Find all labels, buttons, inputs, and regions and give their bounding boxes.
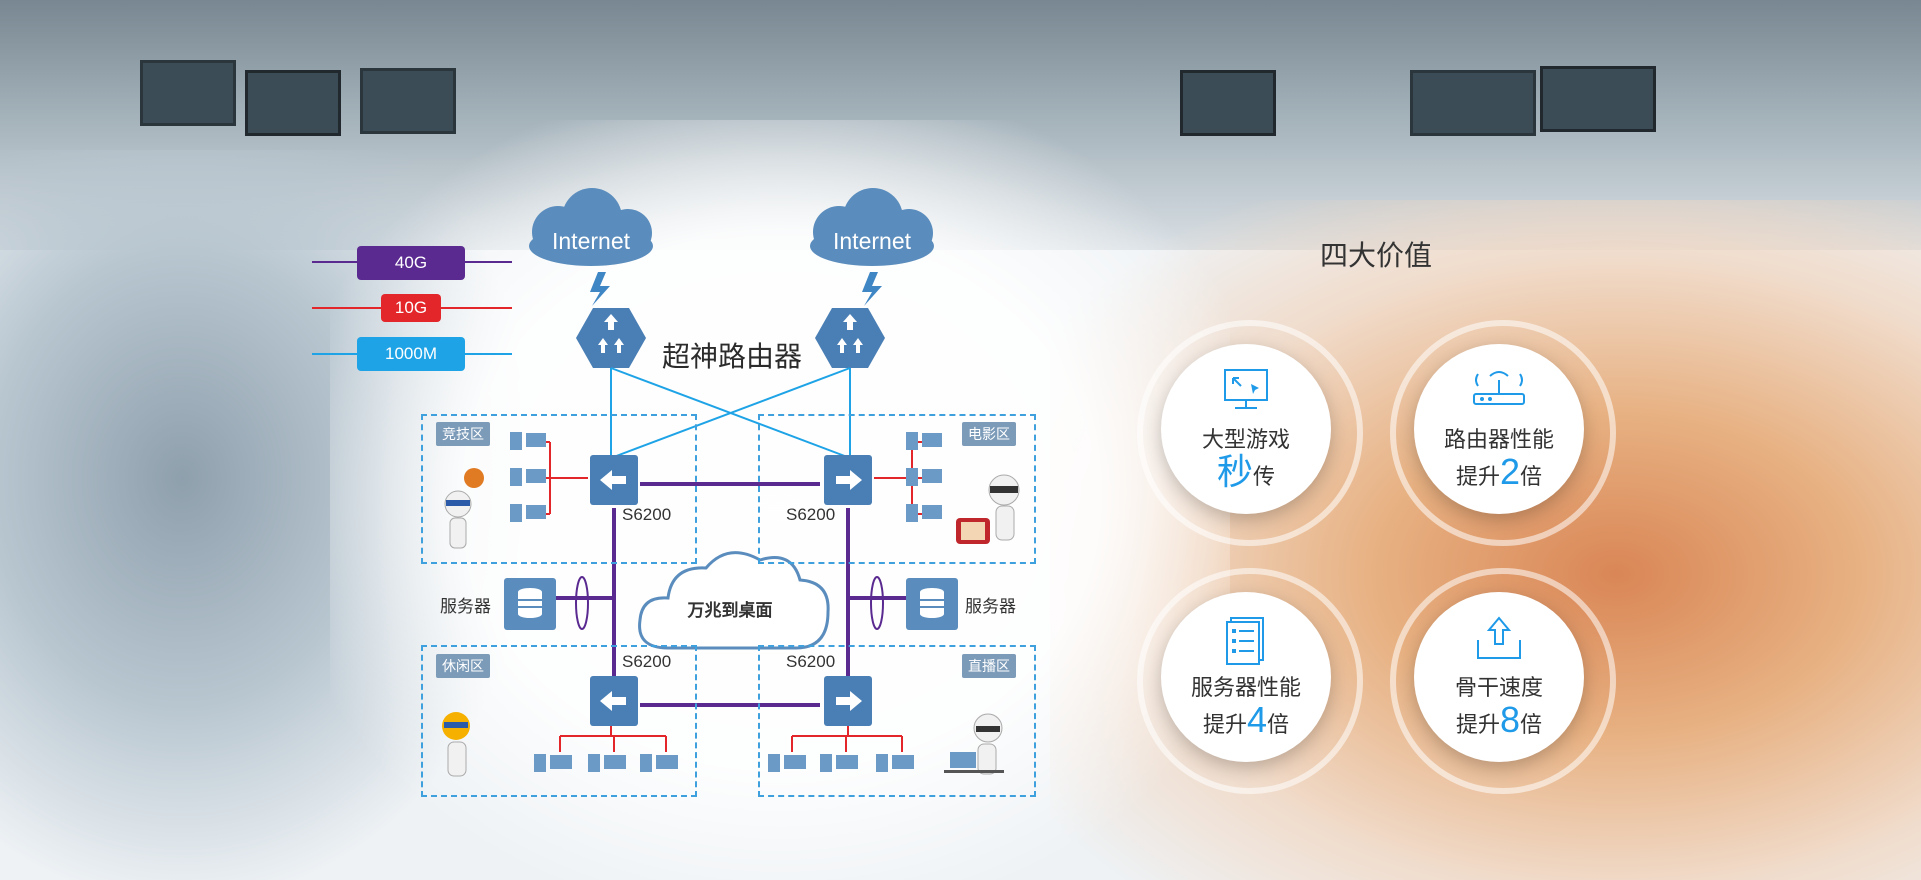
switch-icon: [824, 455, 872, 505]
monitor-game-icon: [1224, 369, 1268, 409]
value-ring: [1390, 568, 1616, 794]
zone-leisure: [421, 645, 697, 797]
value-card-router: 路由器性能 提升 2 倍: [1414, 344, 1584, 514]
router-icon-left: [576, 308, 646, 368]
mascot-gamer-icon: [444, 468, 484, 549]
value-card-server: 服务器性能 提升 4 倍: [1161, 592, 1331, 762]
zone-competitive: [421, 414, 697, 564]
legend-label: 10G: [394, 298, 428, 317]
value-card-game: 大型游戏 秒 传: [1161, 344, 1331, 514]
zone-tag: 电影区: [962, 422, 1016, 446]
value-highlight: 2: [1499, 451, 1521, 492]
center-cloud: [638, 551, 830, 650]
value-line2: 秒 传: [1217, 454, 1275, 491]
server-label: 服务器: [440, 597, 491, 617]
switch-label: S6200: [622, 652, 672, 671]
bg-monitor: [140, 60, 236, 126]
lag-marker: [870, 576, 884, 630]
links-1000m: [610, 367, 851, 459]
bg-monitor: [1410, 70, 1536, 136]
router-wifi-icon: [1473, 371, 1525, 405]
value-ring: [1137, 568, 1363, 794]
lag-marker: [575, 576, 589, 630]
value-tail: 倍: [1267, 713, 1290, 738]
legend-1000m: 1000M: [357, 337, 465, 371]
zone-movie: [758, 414, 1036, 564]
internet-cloud-right: [810, 188, 934, 266]
server-icon-right: [906, 578, 958, 630]
value-prefix: 提升: [1455, 713, 1500, 738]
zone-live: [758, 645, 1036, 797]
router-title: 超神路由器: [662, 340, 803, 373]
legend-40g: 40G: [357, 246, 465, 280]
internet-cloud-left: [529, 188, 653, 266]
legend-10g: 10G: [381, 294, 441, 322]
router-icon-right: [815, 308, 885, 368]
legend-label: 1000M: [385, 344, 437, 363]
switch-label: S6200: [786, 652, 836, 671]
value-tail: 传: [1253, 465, 1276, 490]
lightning-icon: [862, 272, 882, 306]
zone-tag: 竞技区: [436, 422, 490, 446]
mascot-streamer-icon: [944, 713, 1004, 775]
bg-monitor: [1540, 66, 1656, 132]
pc-group: [510, 432, 942, 772]
value-line1: 骨干速度: [1454, 676, 1543, 701]
value-prefix: 提升: [1455, 465, 1500, 490]
internet-label: Internet: [833, 228, 911, 254]
value-highlight: 8: [1499, 699, 1521, 740]
value-highlight: 4: [1246, 699, 1268, 740]
value-ring: [1137, 320, 1363, 546]
server-list-icon: [1226, 617, 1264, 665]
white-fade-overlay: [330, 120, 1230, 880]
mascot-leisure-icon: [442, 712, 470, 777]
switch-label: S6200: [622, 505, 672, 524]
switch-icon: [590, 455, 638, 505]
lightning-icon: [590, 272, 610, 306]
switch-label: S6200: [786, 505, 836, 524]
server-icon-left: [504, 578, 556, 630]
value-tail: 倍: [1520, 465, 1543, 490]
switch-icon: [824, 676, 872, 726]
legend-label: 40G: [394, 253, 428, 272]
value-prefix: 提升: [1202, 713, 1247, 738]
value-line1: 服务器性能: [1190, 676, 1301, 701]
value-card-backbone: 骨干速度 提升 8 倍: [1414, 592, 1584, 762]
bg-monitor: [245, 70, 341, 136]
value-highlight: 秒: [1216, 451, 1253, 492]
value-line2: 提升 8 倍: [1456, 702, 1542, 739]
value-line2: 提升 2 倍: [1456, 454, 1542, 491]
upload-icon: [1477, 616, 1521, 659]
switch-icon: [590, 676, 638, 726]
server-label: 服务器: [965, 597, 1016, 617]
value-line2: 提升 4 倍: [1203, 702, 1289, 739]
links-40g: [556, 482, 906, 707]
value-line1: 路由器性能: [1443, 428, 1554, 453]
center-cloud-label: 万兆到桌面: [687, 601, 773, 621]
values-title: 四大价值: [1320, 239, 1433, 272]
internet-label: Internet: [552, 228, 630, 254]
zone-tag: 直播区: [962, 654, 1016, 678]
value-tail: 倍: [1520, 713, 1543, 738]
value-ring: [1390, 320, 1616, 546]
mascot-movie-icon: [956, 474, 1020, 544]
value-line1: 大型游戏: [1201, 428, 1290, 453]
zone-tag: 休闲区: [436, 654, 490, 678]
